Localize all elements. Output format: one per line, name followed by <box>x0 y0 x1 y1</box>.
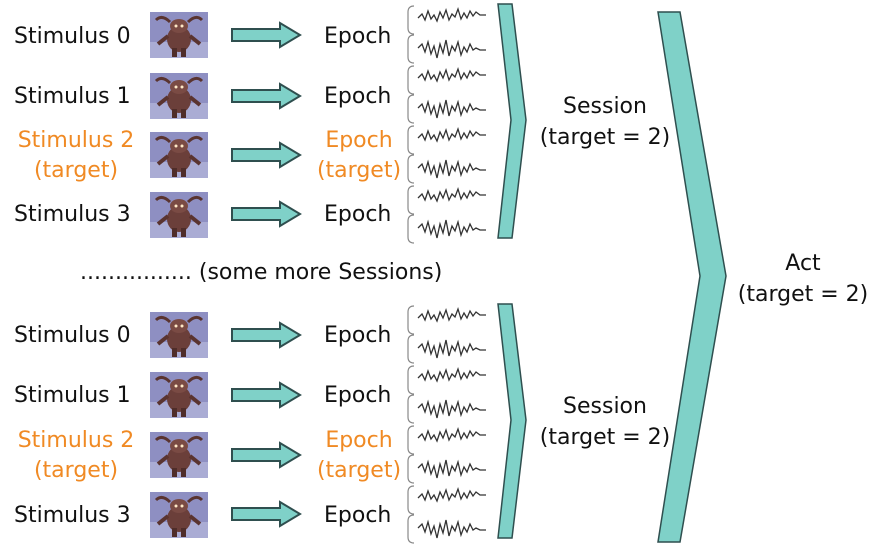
act-target: (target = 2) <box>737 282 869 307</box>
epoch-label: Epoch <box>324 383 392 408</box>
stimulus-label-target: Stimulus 2 <box>17 128 135 153</box>
stimulus-label: Stimulus 3 <box>14 202 131 227</box>
stimulus-label: Stimulus 1 <box>14 84 131 109</box>
session-target: (target = 2) <box>539 425 671 450</box>
session-bracket <box>497 303 527 539</box>
session-bracket <box>497 3 527 239</box>
epoch-label: Epoch <box>324 503 392 528</box>
stimulus-target-note: (target) <box>33 458 119 483</box>
stimulus-label: Stimulus 0 <box>14 24 131 49</box>
stimulus-label: Stimulus 1 <box>14 383 131 408</box>
act-label: Act <box>785 251 821 276</box>
right-arrow-icon <box>231 142 301 168</box>
session-label: Session <box>563 94 647 119</box>
eeg-signal-icon <box>407 305 487 364</box>
monster-thumbnail-icon <box>148 71 210 121</box>
eeg-signal-icon <box>407 65 487 124</box>
epoch-label: Epoch <box>324 84 392 109</box>
monster-thumbnail-icon <box>148 10 210 60</box>
epoch-target-note: (target) <box>316 158 402 183</box>
monster-thumbnail-icon <box>148 190 210 240</box>
right-arrow-icon <box>231 83 301 109</box>
right-arrow-icon <box>231 382 301 408</box>
eeg-signal-icon <box>407 185 487 244</box>
right-arrow-icon <box>231 201 301 227</box>
monster-thumbnail-icon <box>148 490 210 540</box>
epoch-label-target: Epoch <box>325 128 393 153</box>
monster-thumbnail-icon <box>148 430 210 480</box>
epoch-target-note: (target) <box>316 458 402 483</box>
act-bracket <box>657 11 727 543</box>
eeg-signal-icon <box>407 425 487 484</box>
stimulus-label-target: Stimulus 2 <box>17 428 135 453</box>
session-target: (target = 2) <box>539 125 671 150</box>
session-label: Session <box>563 394 647 419</box>
epoch-label: Epoch <box>324 24 392 49</box>
stimulus-label: Stimulus 3 <box>14 503 131 528</box>
eeg-signal-icon <box>407 485 487 544</box>
eeg-signal-icon <box>407 5 487 64</box>
monster-thumbnail-icon <box>148 130 210 180</box>
epoch-label-target: Epoch <box>325 428 393 453</box>
monster-thumbnail-icon <box>148 310 210 360</box>
epoch-label: Epoch <box>324 323 392 348</box>
eeg-signal-icon <box>407 125 487 184</box>
more-sessions-note: ................ (some more Sessions) <box>80 260 443 285</box>
right-arrow-icon <box>231 442 301 468</box>
epoch-label: Epoch <box>324 202 392 227</box>
monster-thumbnail-icon <box>148 370 210 420</box>
right-arrow-icon <box>231 22 301 48</box>
right-arrow-icon <box>231 501 301 527</box>
eeg-signal-icon <box>407 365 487 424</box>
stimulus-label: Stimulus 0 <box>14 323 131 348</box>
stimulus-target-note: (target) <box>33 158 119 183</box>
right-arrow-icon <box>231 322 301 348</box>
